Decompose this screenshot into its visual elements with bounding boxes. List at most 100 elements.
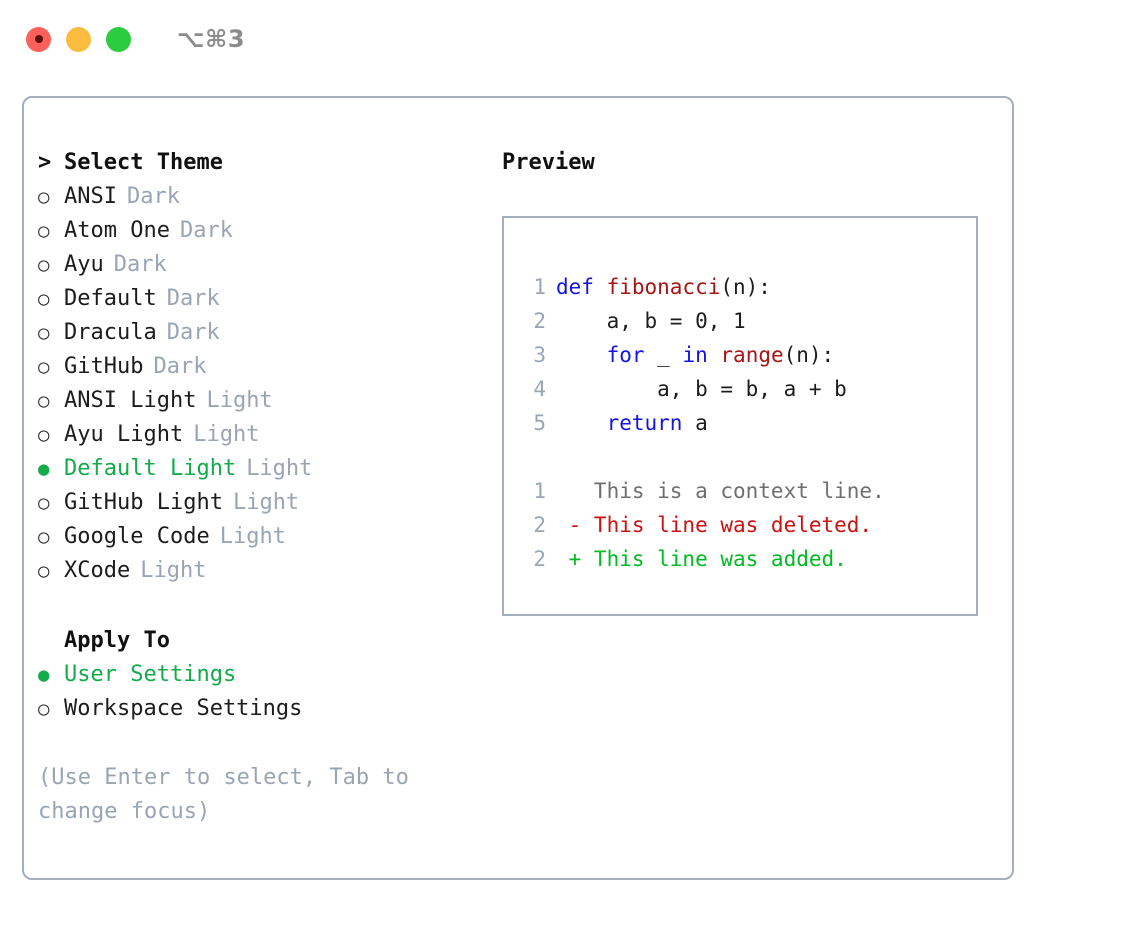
select-theme-heading-row: > Select Theme xyxy=(38,146,498,180)
radio-unselected-icon: ○ xyxy=(38,424,50,446)
radio-unselected-icon: ○ xyxy=(38,526,50,548)
theme-name-label: ANSI Light xyxy=(64,388,197,413)
radio-unselected-icon: ○ xyxy=(38,698,50,720)
theme-variant-tag: Dark xyxy=(153,354,207,379)
keyboard-hint-text: (Use Enter to select, Tab to change focu… xyxy=(38,765,409,824)
line-number: 2 xyxy=(533,547,546,571)
maximize-window-button[interactable] xyxy=(106,26,131,52)
apply-to-label: Workspace Settings xyxy=(64,696,303,721)
radio-unselected-icon: ○ xyxy=(38,356,50,378)
diff-line: 2 - This line was deleted. xyxy=(520,508,976,542)
line-number: 1 xyxy=(533,275,546,299)
code-line: 3 for _ in range(n): xyxy=(520,338,976,372)
code-token: fibonacci xyxy=(606,275,721,299)
theme-variant-tag: Dark xyxy=(166,320,220,345)
theme-name-label: Atom One xyxy=(64,218,170,243)
code-diff-spacer xyxy=(520,440,976,474)
code-token: + This line was added. xyxy=(556,547,847,571)
code-content: a, b = b, a + b xyxy=(556,372,847,406)
line-number: 5 xyxy=(533,411,546,435)
select-theme-heading: Select Theme xyxy=(64,150,223,175)
theme-name-label: GitHub xyxy=(64,354,144,379)
code-token: - This line was deleted. xyxy=(556,513,873,537)
diff-sample: 1 This is a context line.2 - This line w… xyxy=(520,474,976,576)
theme-name-label: Default Light xyxy=(64,456,237,481)
titlebar: ⌥⌘3 xyxy=(0,0,1140,78)
theme-name-label: ANSI xyxy=(64,184,117,209)
theme-variant-tag: Dark xyxy=(113,252,167,277)
theme-name-label: Default xyxy=(64,286,157,311)
traffic-lights xyxy=(26,26,131,52)
theme-variant-tag: Light xyxy=(140,558,207,583)
minimize-window-button[interactable] xyxy=(66,26,91,52)
line-number: 3 xyxy=(533,343,546,367)
code-line: 4 a, b = b, a + b xyxy=(520,372,976,406)
radio-unselected-icon: ○ xyxy=(38,560,50,582)
diff-line: 1 This is a context line. xyxy=(520,474,976,508)
theme-list-item[interactable]: ○ Default Dark xyxy=(38,282,498,316)
code-content: This is a context line. xyxy=(556,474,885,508)
radio-unselected-icon: ○ xyxy=(38,288,50,310)
code-token: a xyxy=(682,411,708,435)
radio-unselected-icon: ○ xyxy=(38,492,50,514)
preview-heading: Preview xyxy=(502,150,595,175)
code-token: in xyxy=(682,343,708,367)
theme-name-label: Google Code xyxy=(64,524,210,549)
diff-line: 2 + This line was added. xyxy=(520,542,976,576)
apply-to-label: User Settings xyxy=(64,662,237,687)
theme-variant-tag: Light xyxy=(232,490,300,515)
line-number: 2 xyxy=(533,309,546,333)
theme-variant-tag: Dark xyxy=(126,184,180,209)
theme-variant-tag: Dark xyxy=(166,286,220,311)
code-content: a, b = 0, 1 xyxy=(556,304,746,338)
code-token: range xyxy=(720,343,784,367)
code-token: for xyxy=(606,343,645,367)
radio-unselected-icon: ○ xyxy=(38,390,50,412)
theme-list-item[interactable]: ○ ANSI Light Light xyxy=(38,384,498,418)
code-token: (n): xyxy=(783,343,835,367)
apply-to-heading-row: Apply To xyxy=(38,624,498,658)
code-token xyxy=(708,343,721,367)
apply-to-list: ● User Settings ○ Workspace Settings xyxy=(38,658,498,726)
theme-list-item[interactable]: ○ GitHub Dark xyxy=(38,350,498,384)
theme-variant-tag: Dark xyxy=(179,218,233,243)
code-content: - This line was deleted. xyxy=(556,508,872,542)
radio-selected-icon: ● xyxy=(38,664,50,686)
close-indicator-dot xyxy=(34,35,43,43)
line-number: 4 xyxy=(533,377,546,401)
theme-name-label: Ayu Light xyxy=(64,422,184,447)
radio-unselected-icon: ○ xyxy=(38,254,50,276)
theme-variant-tag: Light xyxy=(219,524,286,549)
theme-variant-tag: Light xyxy=(246,456,313,481)
section-spacer xyxy=(38,588,498,624)
code-token: _ xyxy=(644,343,683,367)
line-number: 1 xyxy=(533,479,546,503)
theme-list-item[interactable]: ○ Google Code Light xyxy=(38,520,498,554)
theme-variant-tag: Light xyxy=(206,388,273,413)
close-window-button[interactable] xyxy=(26,26,51,52)
code-token: a, b = 0, 1 xyxy=(556,309,746,333)
prompt-caret-icon: > xyxy=(38,150,52,175)
line-number: 2 xyxy=(533,513,546,537)
code-token: a, b = b, a + b xyxy=(556,377,847,401)
apply-to-item[interactable]: ● User Settings xyxy=(38,658,498,692)
code-content: return a xyxy=(556,406,708,440)
radio-unselected-icon: ○ xyxy=(38,322,50,344)
apply-to-item[interactable]: ○ Workspace Settings xyxy=(38,692,498,726)
code-line: 5 return a xyxy=(520,406,976,440)
code-token xyxy=(556,343,607,367)
